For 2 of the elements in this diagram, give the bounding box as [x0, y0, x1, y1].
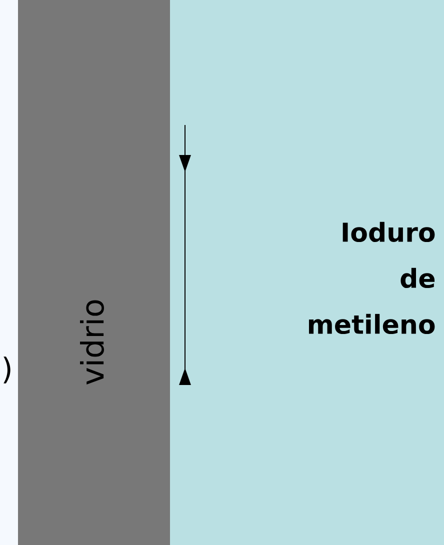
material-band: vidrio — [18, 0, 170, 545]
material-band: Ioduro de metileno — [170, 0, 444, 545]
